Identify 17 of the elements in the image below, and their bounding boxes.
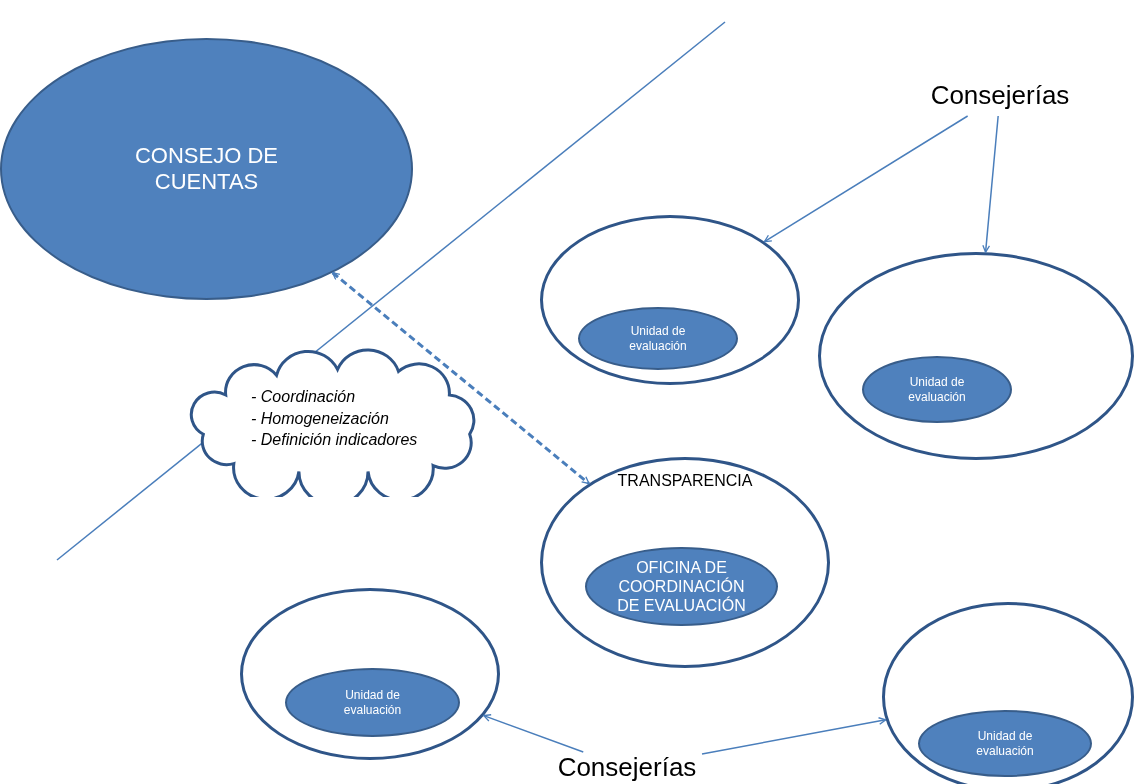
arrow bbox=[331, 271, 590, 485]
arrow bbox=[483, 714, 584, 753]
list-item: - Definición indicadores bbox=[251, 430, 418, 451]
node-label: Consejerías bbox=[557, 752, 697, 784]
node-label: Consejerías bbox=[930, 80, 1070, 112]
node-label: OFICINA DE COORDINACIÓN DE EVALUACIÓN bbox=[616, 557, 747, 616]
node-label: Unidad de evaluación bbox=[907, 375, 967, 404]
arrow bbox=[763, 115, 969, 243]
node-label: Unidad de evaluación bbox=[342, 688, 403, 717]
list-item: - Coordinación bbox=[251, 387, 357, 408]
node-label: Unidad de evaluación bbox=[975, 729, 1035, 758]
arrow bbox=[982, 115, 999, 253]
node-label: CONSEJO DE CUENTAS bbox=[134, 142, 279, 196]
node-label: Unidad de evaluación bbox=[628, 324, 688, 353]
arrow bbox=[701, 717, 887, 755]
node-label: TRANSPARENCIA bbox=[617, 472, 753, 490]
list-item: - Homogeneización bbox=[251, 408, 390, 429]
